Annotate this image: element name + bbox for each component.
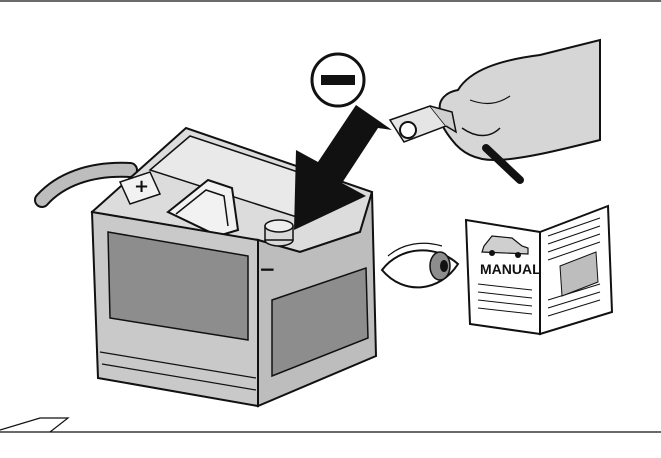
hand-icon xyxy=(388,38,601,184)
manual-title: MANUAL xyxy=(480,261,541,277)
negative-label: − xyxy=(259,257,276,281)
arrow-icon xyxy=(294,105,392,230)
terminal-clamp xyxy=(388,105,458,143)
corner-tab xyxy=(0,417,70,433)
eye-icon xyxy=(380,242,460,289)
manual-book: MANUAL xyxy=(464,204,614,336)
minus-circle-icon xyxy=(310,52,366,108)
car-icon xyxy=(481,235,529,258)
positive-label: + xyxy=(134,176,149,197)
negative-terminal xyxy=(264,219,294,247)
positive-cable xyxy=(34,161,138,208)
